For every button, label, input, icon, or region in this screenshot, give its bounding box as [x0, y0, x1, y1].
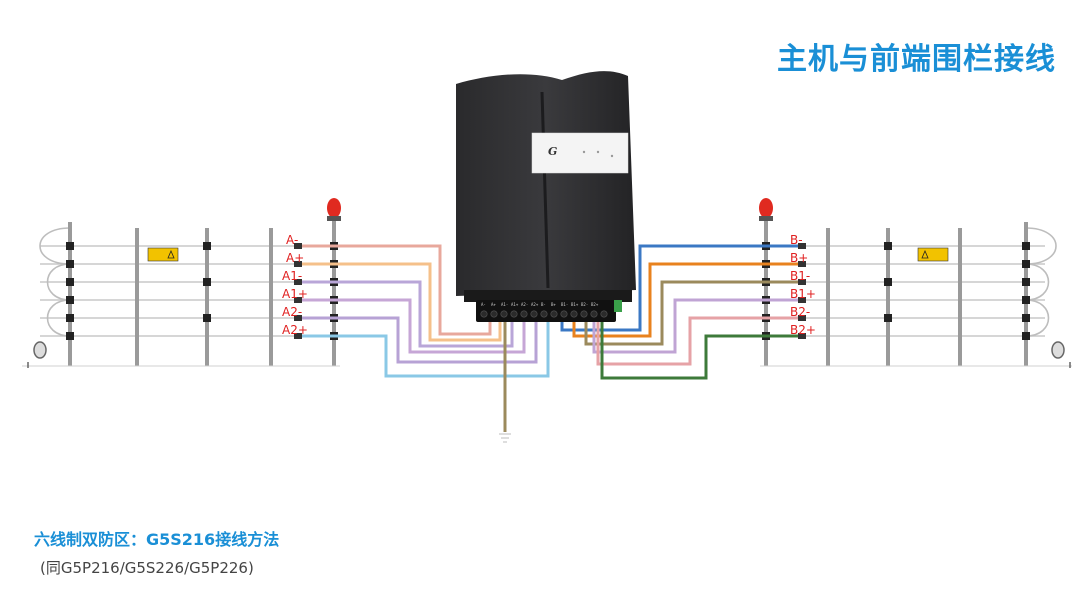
- wire-b2-plus: [600, 316, 798, 380]
- zone-b-label: B2-: [790, 305, 810, 319]
- ground-icon: [499, 433, 511, 443]
- scheme-caption: 六线制双防区：G5S216接线方法: [34, 530, 280, 549]
- wire-a2-plus: [302, 316, 550, 378]
- wire-a-plus: [302, 262, 502, 342]
- terminal-block: A- A+ A1-A1+A2-A2+B- B+ B1-B1+B2-B2+: [476, 300, 622, 322]
- wire-a1-plus: [302, 298, 526, 354]
- wire-b2-minus: [596, 316, 798, 366]
- zone-a-labels: A- A+ A1- A1+ A2- A2+: [282, 233, 308, 337]
- device-logo: G: [548, 145, 557, 158]
- wire-b-minus: [560, 244, 798, 332]
- wire-b1-minus: [584, 280, 798, 346]
- wire-a1-minus: [302, 280, 514, 348]
- controller-unit: G A- A+ A1-A1+A2-A2+B- B+ B1-B1+B2-B2+: [456, 71, 636, 322]
- terminal-label: A1-: [501, 302, 508, 307]
- zone-a-label: A-: [286, 233, 298, 247]
- terminal-label: A+: [491, 302, 496, 307]
- terminal-label: A2-: [521, 302, 528, 307]
- zone-a-label: A2+: [282, 323, 308, 337]
- terminal-label: A2+: [531, 302, 539, 307]
- terminal-label: B1+: [571, 302, 579, 307]
- zone-b-label: B1+: [790, 287, 816, 301]
- terminal-label: B2-: [581, 302, 588, 307]
- wire-b-plus: [572, 262, 798, 338]
- zone-b-label: B1-: [790, 269, 810, 283]
- left-fence: [22, 198, 341, 368]
- terminal-label: B-: [541, 302, 546, 307]
- warning-sign-right: [917, 247, 949, 262]
- device-label-panel: G: [531, 132, 629, 174]
- alarm-beacon-right-icon: [759, 198, 773, 221]
- zone-b-label: B+: [790, 251, 808, 265]
- wire-harness: [302, 244, 798, 432]
- terminal-label: A-: [481, 302, 486, 307]
- terminal-label: B2+: [591, 302, 599, 307]
- right-fence: [759, 198, 1072, 368]
- zone-b-label: B2+: [790, 323, 816, 337]
- wire-a2-minus: [302, 316, 538, 364]
- terminal-label: A1+: [511, 302, 519, 307]
- zone-a-label: A2-: [282, 305, 302, 319]
- wire-a-minus: [302, 244, 492, 336]
- zone-a-label: A1-: [282, 269, 302, 283]
- warning-sign-left: [147, 247, 179, 262]
- zone-b-label: B-: [790, 233, 803, 247]
- wire-b1-plus: [592, 298, 798, 354]
- terminal-label: B1-: [561, 302, 568, 307]
- page-title: 主机与前端围栏接线: [777, 42, 1056, 77]
- zone-b-labels: B- B+ B1- B1+ B2- B2+: [790, 233, 816, 337]
- alarm-beacon-left-icon: [327, 198, 341, 221]
- terminal-label: B+: [551, 302, 556, 307]
- scheme-note: (同G5P216/G5S226/G5P226): [40, 559, 254, 577]
- zone-a-label: A+: [286, 251, 304, 265]
- zone-a-label: A1+: [282, 287, 308, 301]
